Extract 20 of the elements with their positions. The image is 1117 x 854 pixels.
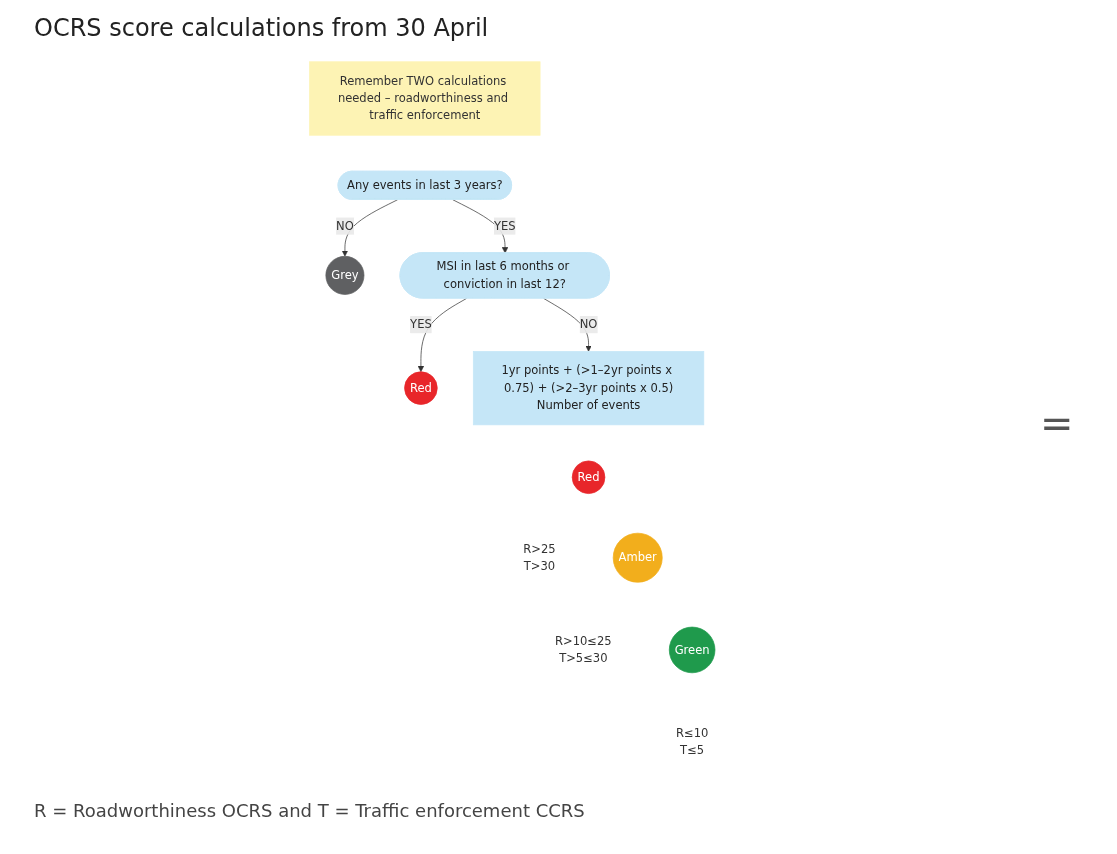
edge-label: NO bbox=[336, 218, 355, 233]
node-label: T>5≤30 bbox=[559, 651, 608, 666]
node-label: T>30 bbox=[523, 559, 556, 573]
node-circle: Red bbox=[572, 460, 606, 494]
diagram-title: OCRS score calculations from 30 April bbox=[34, 14, 489, 42]
node-label: R≤10 bbox=[676, 726, 709, 740]
node-circle: Green bbox=[669, 626, 716, 674]
node-circle: Grey bbox=[325, 255, 365, 295]
node-label: T≤5 bbox=[680, 743, 705, 758]
footnote: R = Roadworthiness OCRS and T = Traffic enforcement CCRS bbox=[34, 800, 585, 821]
edge-label: YES bbox=[494, 218, 516, 233]
node-circle: Red bbox=[404, 371, 438, 405]
node-box: 1yr points + (>1–2yr points x 0.75) + (>2–3yr points x 0.5) Number of events bbox=[473, 351, 705, 426]
node-label: R>25 bbox=[523, 541, 556, 556]
edge-label: NO bbox=[579, 317, 598, 332]
node-label: R>10≤25 bbox=[555, 634, 612, 648]
edge-label: YES bbox=[410, 317, 432, 332]
equals-sign: = bbox=[1040, 400, 1074, 446]
node-circle: Amber bbox=[613, 532, 663, 583]
node-box: Remember TWO calculations needed – roadworthiness and traffic enforcement bbox=[309, 61, 541, 136]
